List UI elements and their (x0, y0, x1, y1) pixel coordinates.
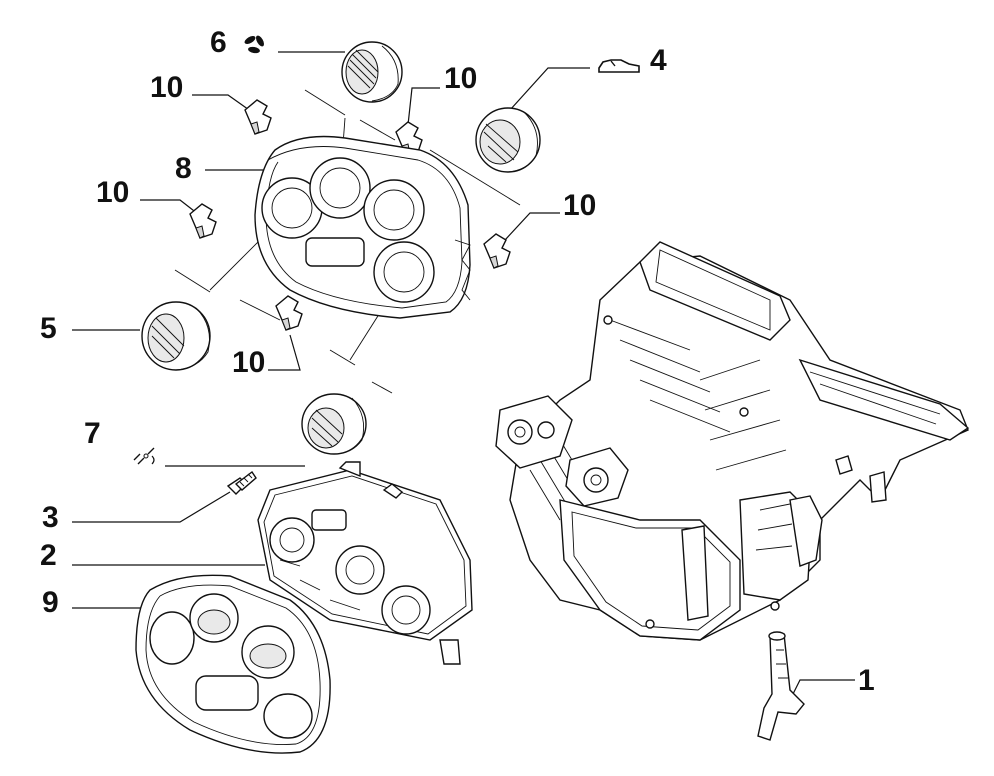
drain-tube-part-1 (757, 631, 805, 741)
callout-1: 1 (858, 664, 875, 697)
callout-2: 2 (40, 539, 57, 572)
callout-8: 8 (175, 152, 192, 185)
callout-3: 3 (42, 501, 59, 534)
clip-part-10-a (244, 99, 272, 135)
callout-10-top-left: 10 (150, 71, 183, 104)
knob-part-6 (341, 41, 403, 103)
car-icon (598, 59, 640, 73)
callout-10-top-center: 10 (444, 62, 477, 95)
callout-numbers: 1 2 3 4 5 6 7 8 9 10 10 10 10 10 (40, 26, 875, 697)
callout-10-bottom: 10 (232, 346, 265, 379)
fan-icon (244, 35, 264, 54)
knob-part-7 (301, 393, 367, 455)
knob-part-4 (475, 107, 541, 173)
faceplate-part-9 (135, 574, 331, 754)
callout-5: 5 (40, 312, 57, 345)
connector-icon (133, 447, 155, 465)
bezel-part-8 (254, 135, 471, 319)
knob-part-5 (141, 301, 211, 371)
clip-part-10-c (189, 203, 217, 239)
callout-10-left: 10 (96, 176, 129, 209)
clip-part-10-d (483, 233, 511, 269)
callout-6: 6 (210, 26, 227, 59)
control-unit-part-2 (257, 461, 473, 665)
callout-10-right: 10 (563, 189, 596, 222)
callout-4: 4 (650, 44, 667, 77)
screw-part-3 (226, 470, 257, 495)
hvac-housing-assembly (495, 241, 970, 641)
callout-7: 7 (84, 417, 101, 450)
callout-9: 9 (42, 586, 59, 619)
clip-part-10-e (275, 295, 303, 331)
